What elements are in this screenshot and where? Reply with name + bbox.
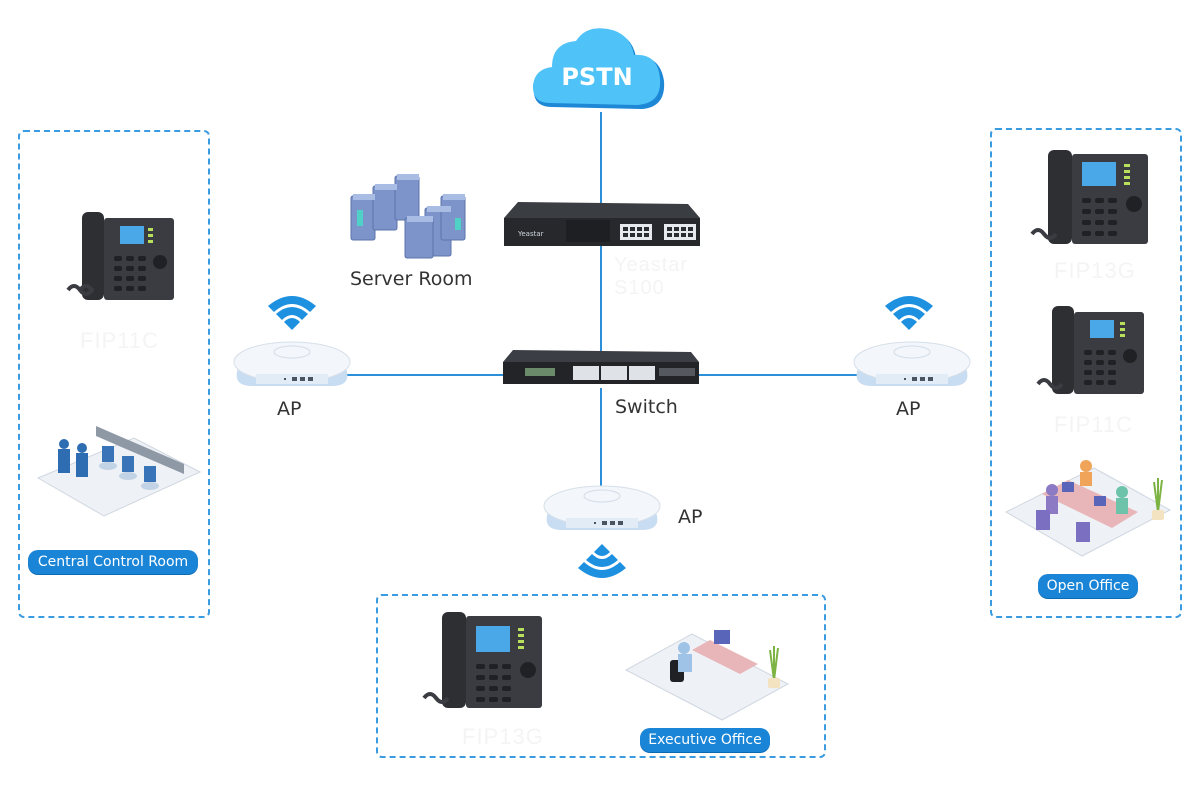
link-pstn-pbx [600,112,602,212]
zone-label-open-office: Open Office [1038,574,1138,598]
executive-office-icon [624,630,790,721]
server-room: Server Room [345,168,485,298]
open-office-illustration [1002,452,1174,562]
ip-phone-icon [422,612,542,708]
ip-phone [410,608,546,714]
control-room-illustration [34,422,204,522]
zone-executive-office: FIP13G Executive Office [376,594,826,758]
ip-pbx: Yeastar Yeastar S100 [504,200,700,299]
pstn-cloud: PSTN [530,25,670,115]
ap-bottom-label: AP [678,506,703,528]
link-switch-ap-right [698,374,858,376]
phone-model-label: FIP11C [1054,412,1133,437]
pstn-label: PSTN [561,63,633,91]
open-office-icon [1004,460,1172,557]
zone-label-central-control-room: Central Control Room [28,550,198,574]
zone-label-executive-office: Executive Office [640,728,770,752]
network-switch-icon [503,350,699,384]
access-point-icon [233,341,351,386]
control-room-icon [36,426,202,517]
phone-model-label: FIP13G [1054,258,1136,283]
svg-text:Yeastar: Yeastar [517,230,544,238]
server-rack-icon [350,174,466,259]
link-switch-ap-bottom [600,388,602,490]
access-point-left: AP [232,290,357,420]
ip-phone [1028,300,1148,400]
access-point-bottom: AP [542,478,722,588]
ap-right-label: AP [896,398,921,420]
wifi-signal-icon [268,296,316,330]
access-point-right: AP [852,290,977,420]
ip-phone-icon [66,212,174,300]
switch-label: Switch [615,396,678,418]
server-room-label: Server Room [350,268,473,290]
zone-open-office: FIP13G FIP11C [990,128,1182,618]
ip-phone-icon [1030,150,1148,244]
ip-phone-icon [1036,306,1144,394]
cloud-icon [532,28,665,110]
ap-left-label: AP [277,398,302,420]
link-pbx-switch [600,245,602,355]
executive-office-illustration [622,620,792,721]
pbx-label: Yeastar S100 [614,254,689,299]
ip-phone [58,206,178,306]
ip-pbx-icon: Yeastar [504,202,700,246]
wifi-signal-icon [578,544,626,578]
network-switch: Switch [503,350,699,418]
zone-central-control-room: FIP11C Central Control Room [18,130,210,618]
access-point-icon [853,341,971,386]
wifi-signal-icon [885,296,933,330]
phone-model-label: FIP13G [462,724,544,749]
link-switch-ap-left [345,374,505,376]
access-point-icon [543,485,661,530]
ip-phone [1022,146,1152,250]
phone-model-label: FIP11C [80,328,159,353]
